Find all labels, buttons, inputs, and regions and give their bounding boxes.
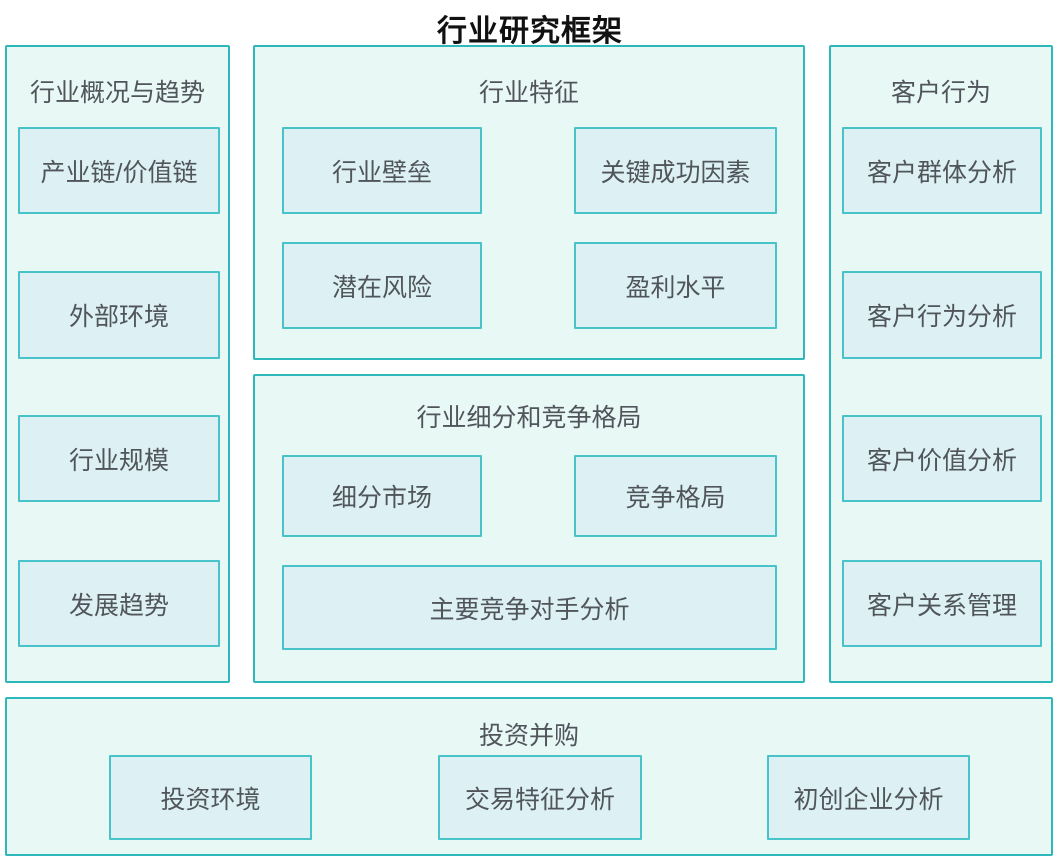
node-market-segments: 细分市场 <box>282 455 482 537</box>
node-potential-risks: 潜在风险 <box>282 242 482 329</box>
node-key-success-factors: 关键成功因素 <box>574 127 777 214</box>
node-customer-value-analysis: 客户价值分析 <box>842 415 1042 502</box>
node-profitability-level: 盈利水平 <box>574 242 777 329</box>
section-industry-characteristics-title: 行业特征 <box>478 79 579 107</box>
node-customer-relationship-management: 客户关系管理 <box>842 560 1042 647</box>
section-industry-characteristics: 行业特征 行业壁垒 关键成功因素 潜在风险 盈利水平 <box>253 45 805 360</box>
node-investment-environment: 投资环境 <box>109 755 312 840</box>
node-industry-scale: 行业规模 <box>18 415 220 502</box>
node-development-trends: 发展趋势 <box>18 560 220 647</box>
node-main-competitor-analysis: 主要竞争对手分析 <box>282 565 777 650</box>
node-transaction-characteristics-analysis: 交易特征分析 <box>438 755 642 840</box>
section-industry-overview: 行业概况与趋势 产业链/价值链 外部环境 行业规模 发展趋势 <box>5 45 230 683</box>
section-investment-ma: 投资并购 投资环境 交易特征分析 初创企业分析 <box>5 697 1053 856</box>
section-investment-ma-title: 投资并购 <box>478 722 579 750</box>
section-customer-behavior: 客户行为 客户群体分析 客户行为分析 客户价值分析 客户关系管理 <box>829 45 1053 683</box>
node-external-environment: 外部环境 <box>18 271 220 359</box>
node-customer-behavior-analysis: 客户行为分析 <box>842 271 1042 359</box>
node-customer-group-analysis: 客户群体分析 <box>842 127 1042 214</box>
node-competitive-landscape: 竞争格局 <box>574 455 777 537</box>
node-industry-barriers: 行业壁垒 <box>282 127 482 214</box>
diagram-title: 行业研究框架 <box>437 15 623 48</box>
node-industry-chain-value-chain: 产业链/价值链 <box>18 127 220 214</box>
section-industry-overview-title: 行业概况与趋势 <box>29 79 205 107</box>
section-customer-behavior-title: 客户行为 <box>890 79 991 107</box>
node-startup-analysis: 初创企业分析 <box>767 755 970 840</box>
section-segmentation-competition-title: 行业细分和竞争格局 <box>416 404 642 432</box>
section-segmentation-competition: 行业细分和竞争格局 细分市场 竞争格局 主要竞争对手分析 <box>253 374 805 683</box>
